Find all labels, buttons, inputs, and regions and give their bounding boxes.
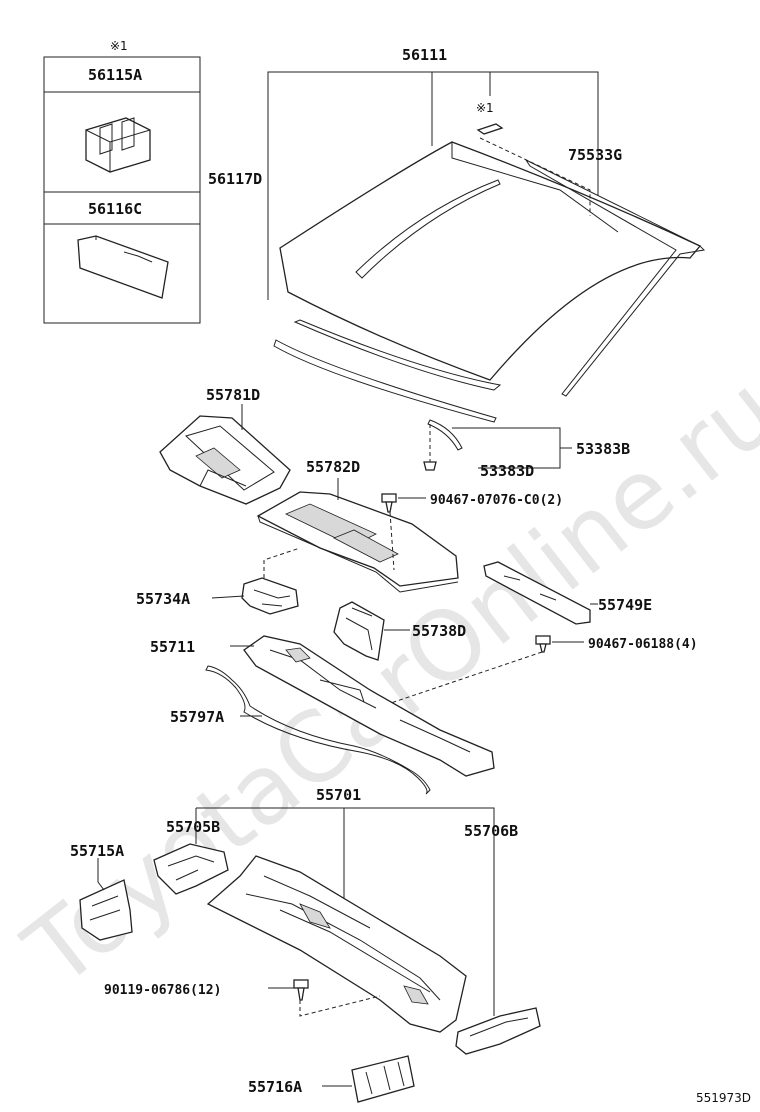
panel-55716a	[351, 1055, 415, 1103]
label-53383b: 53383B	[576, 440, 630, 458]
label-90119: 90119-06786(12)	[104, 983, 221, 998]
inset-part-b-label: 56116C	[88, 200, 142, 218]
label-55711: 55711	[150, 638, 195, 656]
diagram-code: 551973D	[696, 1091, 751, 1105]
label-55716a: 55716A	[248, 1078, 302, 1096]
cowl-assembly-55701	[206, 855, 467, 1033]
label-55782d: 55782D	[306, 458, 360, 476]
label-55715a: 55715A	[70, 842, 124, 860]
label-mark1: ※1	[476, 101, 494, 115]
windshield-56111	[273, 123, 706, 423]
label-55706b: 55706B	[464, 822, 518, 840]
cowl-panel-55781d	[159, 415, 291, 505]
label-55705b: 55705B	[166, 818, 220, 836]
screw-90467-06188-icon	[535, 635, 551, 653]
label-53383d: 53383D	[480, 462, 534, 480]
bracket-55734a	[241, 577, 299, 615]
panel-55715a	[79, 879, 133, 941]
screw-90467-07076-icon	[381, 493, 397, 513]
panel-55705b	[153, 843, 229, 895]
inset-box: ※1 56115A 56116C	[43, 39, 201, 324]
cowl-panel-55782d	[256, 491, 459, 593]
label-90467-07076: 90467-07076-C0(2)	[430, 493, 563, 508]
label-75533g: 75533G	[568, 146, 622, 164]
label-55749e: 55749E	[598, 596, 652, 614]
label-55781d: 55781D	[206, 386, 260, 404]
clip-56115a-icon	[85, 117, 151, 173]
brace-55749e	[483, 561, 591, 625]
pad-56116c-icon	[77, 235, 169, 299]
bracket-55738d	[333, 601, 385, 661]
label-56117d: 56117D	[208, 170, 262, 188]
label-55734a: 55734A	[136, 590, 190, 608]
inset-mark: ※1	[110, 39, 128, 53]
panel-55706b	[455, 1007, 541, 1055]
seal-55797a	[205, 665, 431, 795]
label-55701: 55701	[316, 786, 361, 804]
inset-part-a-label: 56115A	[88, 66, 142, 84]
cowl-bracket-55711	[243, 635, 495, 777]
label-90467-06188: 90467-06188(4)	[588, 637, 698, 652]
label-56111: 56111	[402, 46, 447, 64]
label-55797a: 55797A	[170, 708, 224, 726]
bolt-90119-icon	[293, 979, 309, 1001]
label-55738d: 55738D	[412, 622, 466, 640]
